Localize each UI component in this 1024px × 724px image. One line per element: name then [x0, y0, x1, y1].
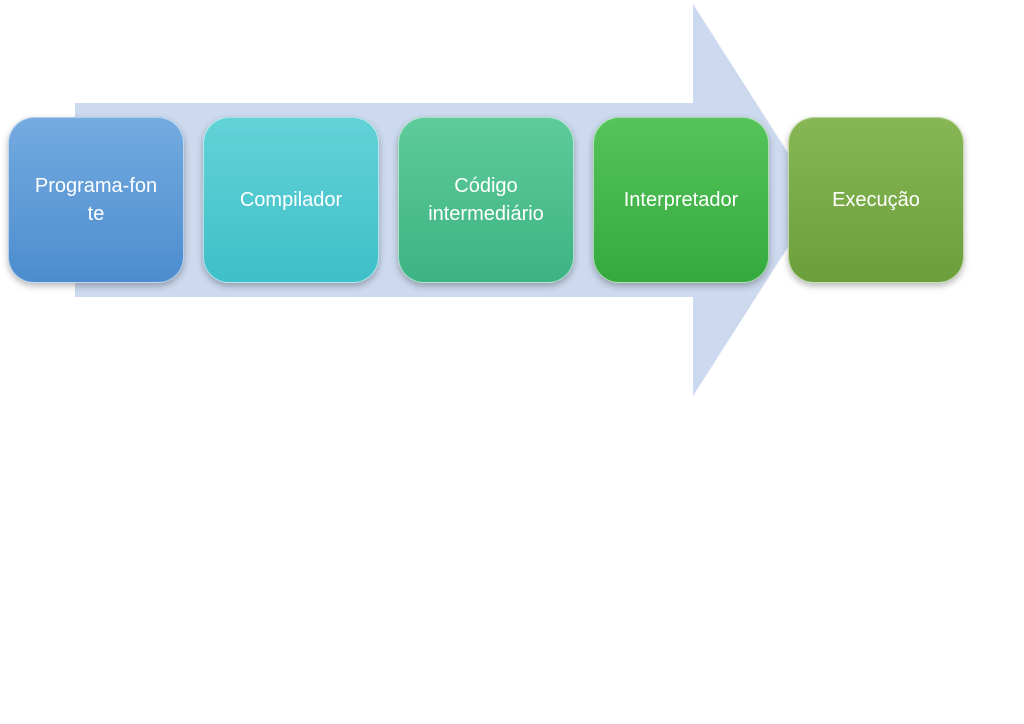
- step-programa-fonte: Programa-fon te: [8, 117, 184, 283]
- step-label: Compilador: [239, 189, 343, 211]
- step-label: Execução: [832, 189, 920, 211]
- step-label: Programa-fon te: [34, 175, 158, 225]
- step-compilador: Compilador: [203, 117, 379, 283]
- step-label: Código intermediário: [428, 175, 544, 225]
- step-label: Interpretador: [623, 189, 739, 211]
- step-execucao: Execução: [788, 117, 964, 283]
- step-codigo-intermediario: Código intermediário: [398, 117, 574, 283]
- step-interpretador: Interpretador: [593, 117, 769, 283]
